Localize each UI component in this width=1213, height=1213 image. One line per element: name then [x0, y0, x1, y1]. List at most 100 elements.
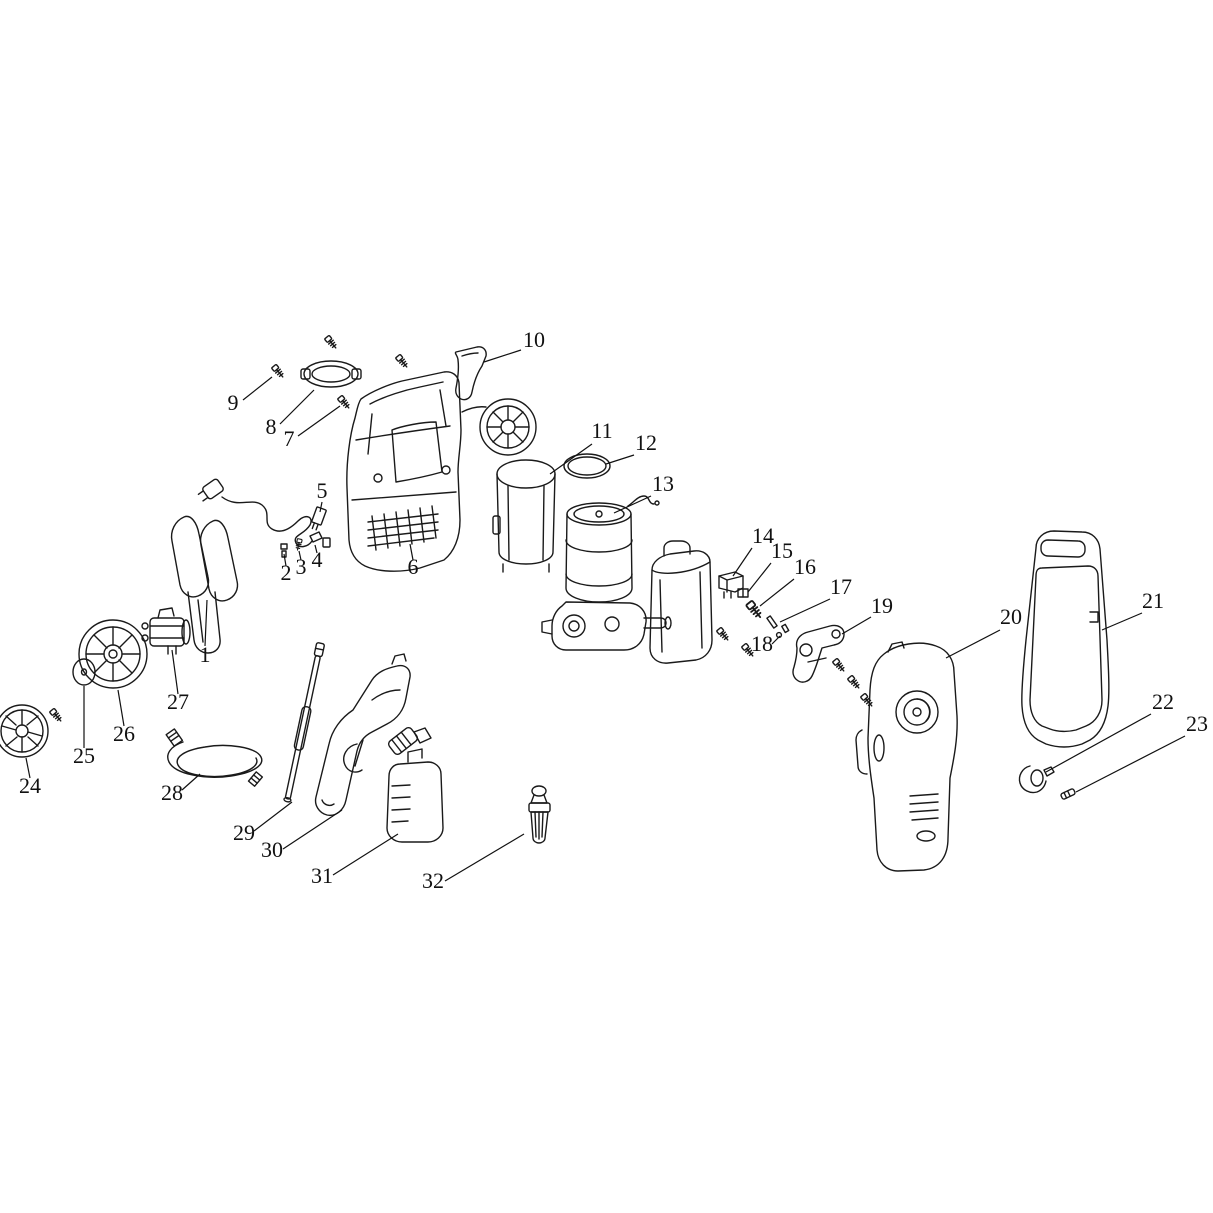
- part-22-clip-drawing: [1018, 765, 1055, 794]
- leader-line-part-15: [747, 562, 772, 593]
- part-number-6-back-frame: 6: [408, 554, 419, 579]
- part-17-pin-drawing: [766, 615, 778, 629]
- detergent-tank-drawing: [649, 540, 713, 664]
- part-19-bracket-drawing: [792, 624, 845, 683]
- part-number-1-handle: 1: [200, 642, 211, 667]
- leader-line-part-5: [319, 501, 323, 513]
- part-number-26-wheel: 26: [113, 721, 135, 746]
- part-21-rear-panel-drawing: [1021, 530, 1110, 748]
- part-number-32-turbo-nozzle: 32: [422, 868, 444, 893]
- leader-line-part-11: [549, 443, 593, 475]
- part-number-24-wheel-cap: 24: [19, 773, 41, 798]
- part-28-hose-drawing: [165, 728, 264, 787]
- leader-line-part-13: [613, 495, 652, 514]
- part-number-17-pin: 17: [830, 574, 852, 599]
- leader-line-part-17: [779, 598, 831, 623]
- part-number-25-washer: 25: [73, 743, 95, 768]
- part-8-handle-clamp-drawing: [300, 360, 362, 388]
- part-number-4-cable-clip: 4: [312, 547, 323, 572]
- part-number-2-screw: 2: [281, 560, 292, 585]
- leader-line-part-26: [117, 689, 125, 727]
- leader-line-part-2: [283, 553, 287, 567]
- part-16-screw-drawing: [745, 599, 765, 621]
- part-10-bracket-drawing: [454, 346, 487, 401]
- part-number-16-screw: 16: [794, 554, 816, 579]
- part-number-7-screw: 7: [284, 426, 295, 451]
- part-number-11-motor-cover: 11: [591, 418, 612, 443]
- leader-line-part-31: [332, 833, 399, 876]
- part-number-3-screw: 3: [296, 554, 307, 579]
- leader-line-part-28: [181, 773, 201, 791]
- part-13-motor-pump-drawing: [541, 495, 672, 651]
- leader-line-part-23: [1075, 735, 1186, 793]
- screw-icon: [48, 707, 64, 724]
- part-26-wheel-drawing: [78, 619, 148, 689]
- leader-line-part-19: [841, 616, 872, 635]
- part-20-front-housing-drawing: [855, 641, 958, 872]
- part-23-pin-drawing: [1060, 788, 1076, 800]
- leader-line-part-24: [25, 757, 31, 779]
- part-31-foam-bottle-drawing: [386, 726, 444, 843]
- part-number-15-connector-block: 15: [771, 538, 793, 563]
- leader-line-part-32: [444, 833, 525, 882]
- screw-icon: [394, 353, 410, 370]
- part-27-switch-drawing: [141, 607, 191, 655]
- leader-line-part-29: [253, 801, 293, 832]
- hose-reel-drawing: [461, 398, 537, 456]
- part-number-8-handle-clamp: 8: [266, 414, 277, 439]
- leader-line-part-14: [732, 547, 753, 577]
- part-29-lance-drawing: [283, 642, 325, 803]
- part-7-screw-drawing: [336, 394, 352, 411]
- part-number-23-pin: 23: [1186, 711, 1208, 736]
- part-24-wheel-cap-drawing: [0, 704, 49, 758]
- leader-line-part-6: [409, 543, 414, 561]
- part-number-20-front-housing: 20: [1000, 604, 1022, 629]
- part-number-29-spray-lance: 29: [233, 820, 255, 845]
- part-number-22-retaining-clip: 22: [1152, 689, 1174, 714]
- screw-icon: [859, 692, 875, 709]
- part-5-cord-connector-drawing: [311, 506, 327, 531]
- leader-line-part-20: [945, 629, 1001, 659]
- parts-artwork: [0, 334, 1110, 872]
- part-number-9-screw: 9: [228, 390, 239, 415]
- part-6-back-frame-drawing: [346, 371, 462, 572]
- part-number-19-mounting-bracket: 19: [871, 593, 893, 618]
- leader-line-part-7: [297, 405, 341, 437]
- part-15-connector-drawing: [737, 588, 749, 598]
- part-number-10-support-bracket: 10: [523, 327, 545, 352]
- leader-line-part-21: [1101, 612, 1143, 631]
- cord-connector-piece: [322, 537, 331, 548]
- screw-icon: [323, 334, 339, 351]
- leader-line-part-8: [279, 389, 315, 425]
- part-number-5-cord-connector: 5: [317, 478, 328, 503]
- part-18-fasteners-drawing: [775, 623, 790, 639]
- leader-line-part-10: [483, 349, 522, 363]
- leader-line-part-4: [314, 544, 318, 554]
- part-11-motor-cover-drawing: [492, 459, 556, 573]
- leader-line-part-27: [171, 649, 179, 695]
- screw-icon: [715, 626, 731, 643]
- screw-icon: [846, 674, 862, 691]
- part-number-14-capacitor: 14: [752, 523, 774, 548]
- leader-line-part-3: [298, 550, 302, 561]
- leader-line-part-18: [771, 635, 781, 645]
- leader-line-part-12: [605, 454, 635, 465]
- leader-line-part-1: [204, 599, 208, 647]
- part-1-handle-drawing: [170, 515, 239, 654]
- leader-line-part-16: [759, 578, 795, 607]
- leader-line-part-9: [242, 376, 273, 401]
- part-number-13-motor-pump-assembly: 13: [652, 471, 674, 496]
- part-30-gun-drawing: [314, 653, 411, 817]
- part-14-capacitor-drawing: [718, 571, 744, 599]
- part-12-o-ring-drawing: [563, 453, 611, 479]
- part-9-screw-drawing: [270, 363, 286, 380]
- leader-line-part-22: [1045, 713, 1152, 773]
- part-number-18-fastener-set: 18: [751, 631, 773, 656]
- screw-icon: [831, 657, 847, 674]
- part-4-cable-clip-drawing: [309, 531, 323, 543]
- power-cord-drawing: [197, 478, 313, 548]
- part-number-28-high-pressure-hose: 28: [161, 780, 183, 805]
